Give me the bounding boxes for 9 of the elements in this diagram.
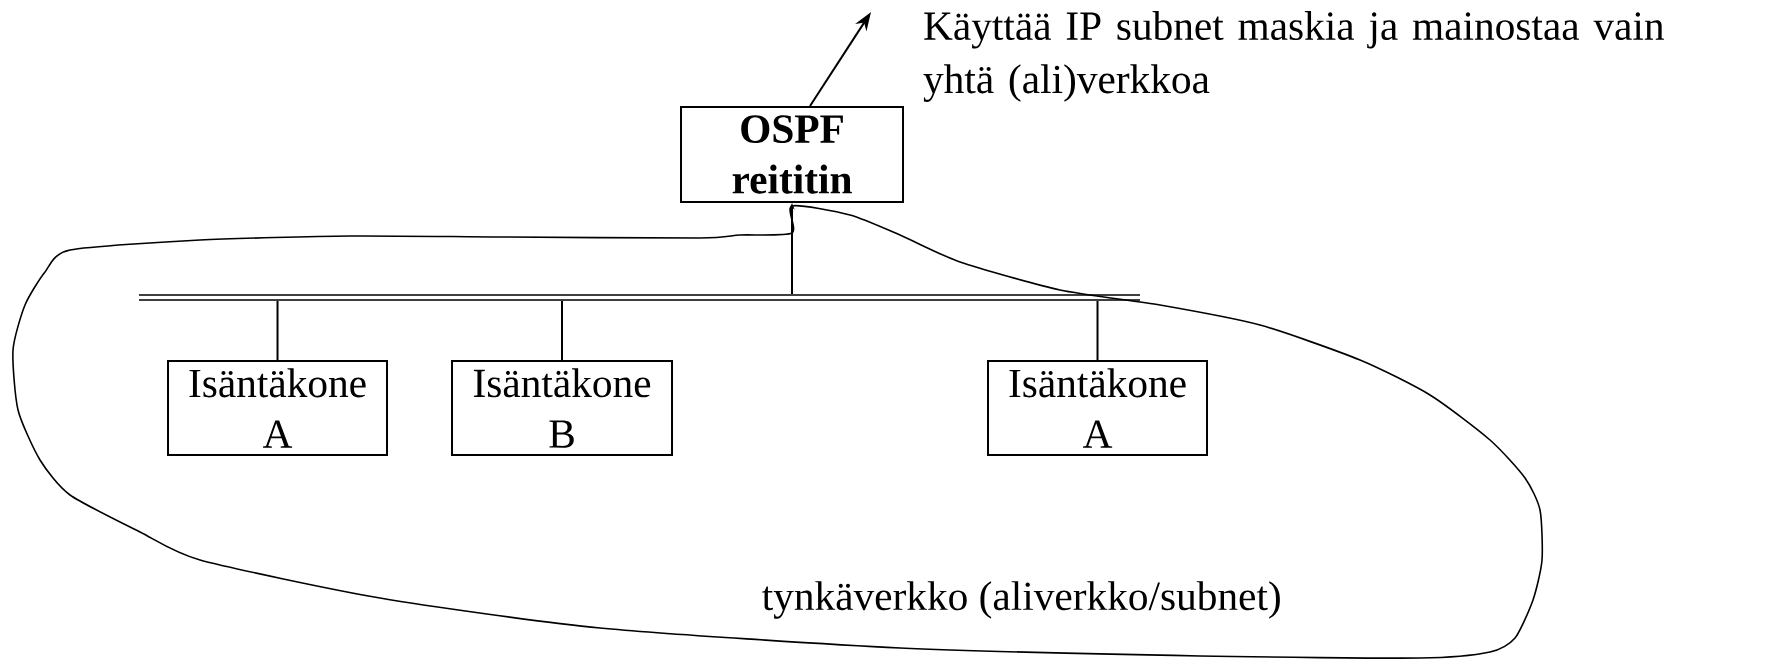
host-box: Isäntäkone A (167, 360, 388, 456)
connector-line (276, 300, 279, 361)
host-box: Isäntäkone A (987, 360, 1208, 456)
connector-line (1096, 300, 1099, 361)
router-box: OSPF reititin (680, 106, 904, 203)
annotation-text: Käyttää IP subnet maskia ja mainostaa vain yhtä (ali)verkkoa (923, 11, 1664, 102)
connector-line (561, 300, 563, 361)
host-box: Isäntäkone B (451, 360, 673, 456)
network-bus (138, 294, 1141, 301)
